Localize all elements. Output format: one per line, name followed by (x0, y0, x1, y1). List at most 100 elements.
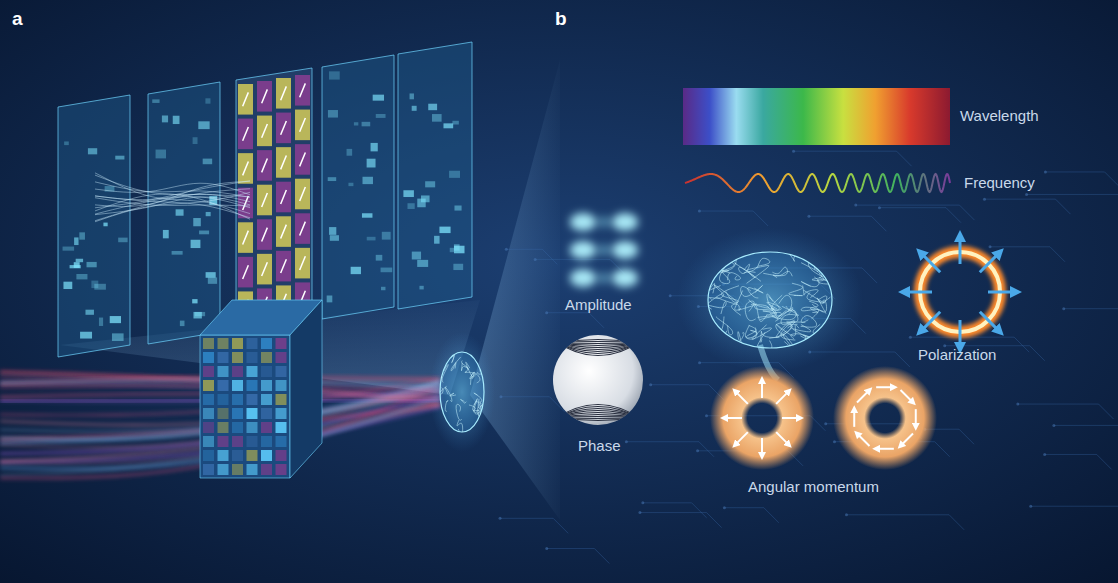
data-bit (443, 123, 453, 128)
circuit-pad (669, 294, 672, 297)
cube-tile (232, 366, 243, 377)
neural-fiber (95, 196, 250, 218)
momentum-arrow (735, 432, 748, 445)
brain-fold (773, 271, 792, 277)
cube-tile (232, 450, 243, 461)
data-bit (373, 95, 384, 101)
brain-fold (783, 334, 793, 348)
modulator-pixel (238, 84, 253, 115)
data-bit (208, 277, 217, 283)
circuit-trace (1064, 309, 1118, 324)
cube-tile (203, 436, 214, 447)
amplitude-lobe (570, 269, 596, 287)
data-bit (180, 321, 185, 326)
polarization-arrow (980, 252, 1000, 272)
data-bit (162, 115, 168, 122)
data-bit (80, 332, 92, 339)
momentum-arrow (761, 380, 763, 398)
modulator-pixel (295, 75, 310, 106)
parameter-label: Frequency (964, 174, 1035, 191)
panel-letter: b (555, 8, 567, 30)
cube-tile (232, 408, 243, 419)
modulator-pixel (257, 185, 272, 216)
cube-tile (203, 366, 214, 377)
cube-tile (247, 450, 258, 461)
data-bit (412, 106, 417, 111)
data-bit (371, 143, 378, 151)
modulator-pixel (238, 222, 253, 253)
phase-contour (548, 342, 648, 344)
data-bit (421, 195, 430, 202)
data-bit (348, 183, 353, 186)
circuit-pad (824, 422, 827, 425)
polarization-arrow (959, 320, 962, 348)
cube-tile (218, 338, 229, 349)
data-bit (115, 156, 124, 160)
cube-tile (247, 338, 258, 349)
data-bit (376, 114, 386, 118)
circuit-trace (1027, 194, 1118, 209)
circuit-pad (1052, 424, 1055, 427)
neural-fiber (95, 173, 250, 214)
circuit-pad (705, 414, 708, 417)
pixel-mark (300, 153, 306, 167)
circuit-trace (809, 216, 886, 231)
circuit-trace (547, 548, 610, 563)
circuit-pad (792, 150, 795, 153)
circuit-trace (547, 313, 604, 328)
circuit-trace (1045, 172, 1118, 187)
circuit-trace (699, 211, 768, 226)
cube-tile (203, 408, 214, 419)
pixel-mark (281, 86, 287, 100)
circuit-trace (1045, 454, 1112, 469)
pixel-mark (243, 127, 249, 141)
amplitude-lobe (612, 213, 638, 231)
brain-fold (462, 363, 469, 371)
pixel-mark (281, 121, 287, 135)
data-bit (79, 232, 85, 239)
cube-tile (232, 394, 243, 405)
circuit-pad (723, 506, 726, 509)
brain-fold (707, 301, 726, 314)
pixel-mark (262, 124, 268, 138)
phase-contour (548, 342, 648, 344)
brain-fold (734, 263, 755, 278)
data-bit (88, 148, 97, 154)
phase-contour (548, 341, 648, 346)
data-bit (425, 181, 435, 187)
cube-tile (261, 338, 272, 349)
phase-contour (548, 336, 648, 356)
parameter-label: Wavelength (960, 107, 1039, 124)
momentum-arrow (853, 409, 855, 427)
cube-tile (218, 352, 229, 363)
cube-tile (218, 436, 229, 447)
cube-tile (261, 380, 272, 391)
circuit-pad (878, 206, 881, 209)
parameter-label: Amplitude (565, 296, 632, 313)
cube-tile (247, 422, 258, 433)
momentum-arrow (776, 432, 789, 445)
data-bit (206, 272, 216, 278)
data-bit (419, 286, 423, 290)
modulator-pixel (295, 144, 310, 175)
brain-fold (478, 409, 484, 420)
phase-contour (548, 411, 648, 422)
brain-fold (809, 301, 818, 313)
circuit-pad (545, 311, 548, 314)
modulator-pixel (276, 182, 291, 213)
brain-fold (760, 312, 782, 319)
modulator-pixel (257, 254, 272, 285)
cube-tile (203, 338, 214, 349)
data-layer (58, 95, 130, 357)
modulator-pixel (276, 251, 291, 282)
pixel-mark (300, 118, 306, 132)
neural-fiber (95, 183, 250, 195)
phase-contour (548, 417, 648, 419)
data-bit (63, 247, 75, 251)
amplitude-lobe (570, 213, 596, 231)
cube-tile (232, 436, 243, 447)
pixel-mark (262, 228, 268, 242)
polarization-arrow (959, 236, 962, 264)
parameter-label: Polarization (918, 346, 996, 363)
